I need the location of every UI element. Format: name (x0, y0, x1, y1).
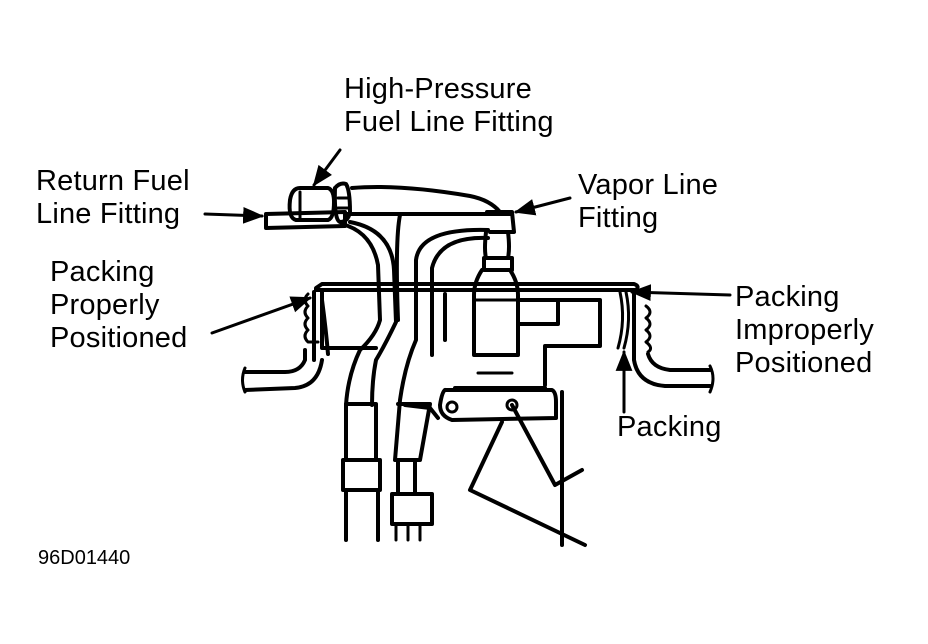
fuel-line-top (343, 185, 516, 234)
label-line: Packing (617, 411, 722, 443)
figure-code: 96D01440 (38, 547, 131, 569)
label-line: Vapor Line (578, 169, 719, 201)
high-pressure-fitting (287, 181, 352, 224)
label-line: Positioned (735, 347, 873, 379)
right-packing (616, 290, 715, 394)
label-line: Properly (50, 289, 160, 321)
arrow-return-fuel (203, 206, 265, 224)
fuel-hoses (340, 213, 490, 462)
pump-bracket (438, 388, 587, 547)
label-packing-improperly-positioned: Packing Improperly Positioned (735, 281, 874, 380)
label-line: High-Pressure (344, 73, 532, 105)
arrow-packing-improper (629, 284, 732, 301)
label-line: Return Fuel (36, 165, 190, 197)
label-line: Line Fitting (36, 198, 181, 230)
label-line: Positioned (50, 322, 188, 354)
vapor-canister (472, 230, 520, 375)
label-line: Fitting (578, 202, 659, 234)
arrow-packing-proper (210, 296, 312, 335)
label-line: Packing (735, 281, 840, 313)
label-high-pressure-fuel-line-fitting: High-Pressure Fuel Line Fitting (344, 73, 554, 139)
label-return-fuel-line-fitting: Return Fuel Line Fitting (36, 165, 190, 231)
label-line: Improperly (735, 314, 874, 346)
label-packing-properly-positioned: Packing Properly Positioned (50, 256, 187, 355)
arrow-high-pressure (312, 148, 342, 187)
label-packing: Packing (617, 411, 722, 444)
label-line: Packing (50, 256, 155, 288)
arrow-vapor-line (513, 196, 572, 216)
label-line: Fuel Line Fitting (344, 106, 554, 138)
label-vapor-line-fitting: Vapor Line Fitting (578, 169, 718, 235)
hose-connectors (341, 402, 440, 542)
